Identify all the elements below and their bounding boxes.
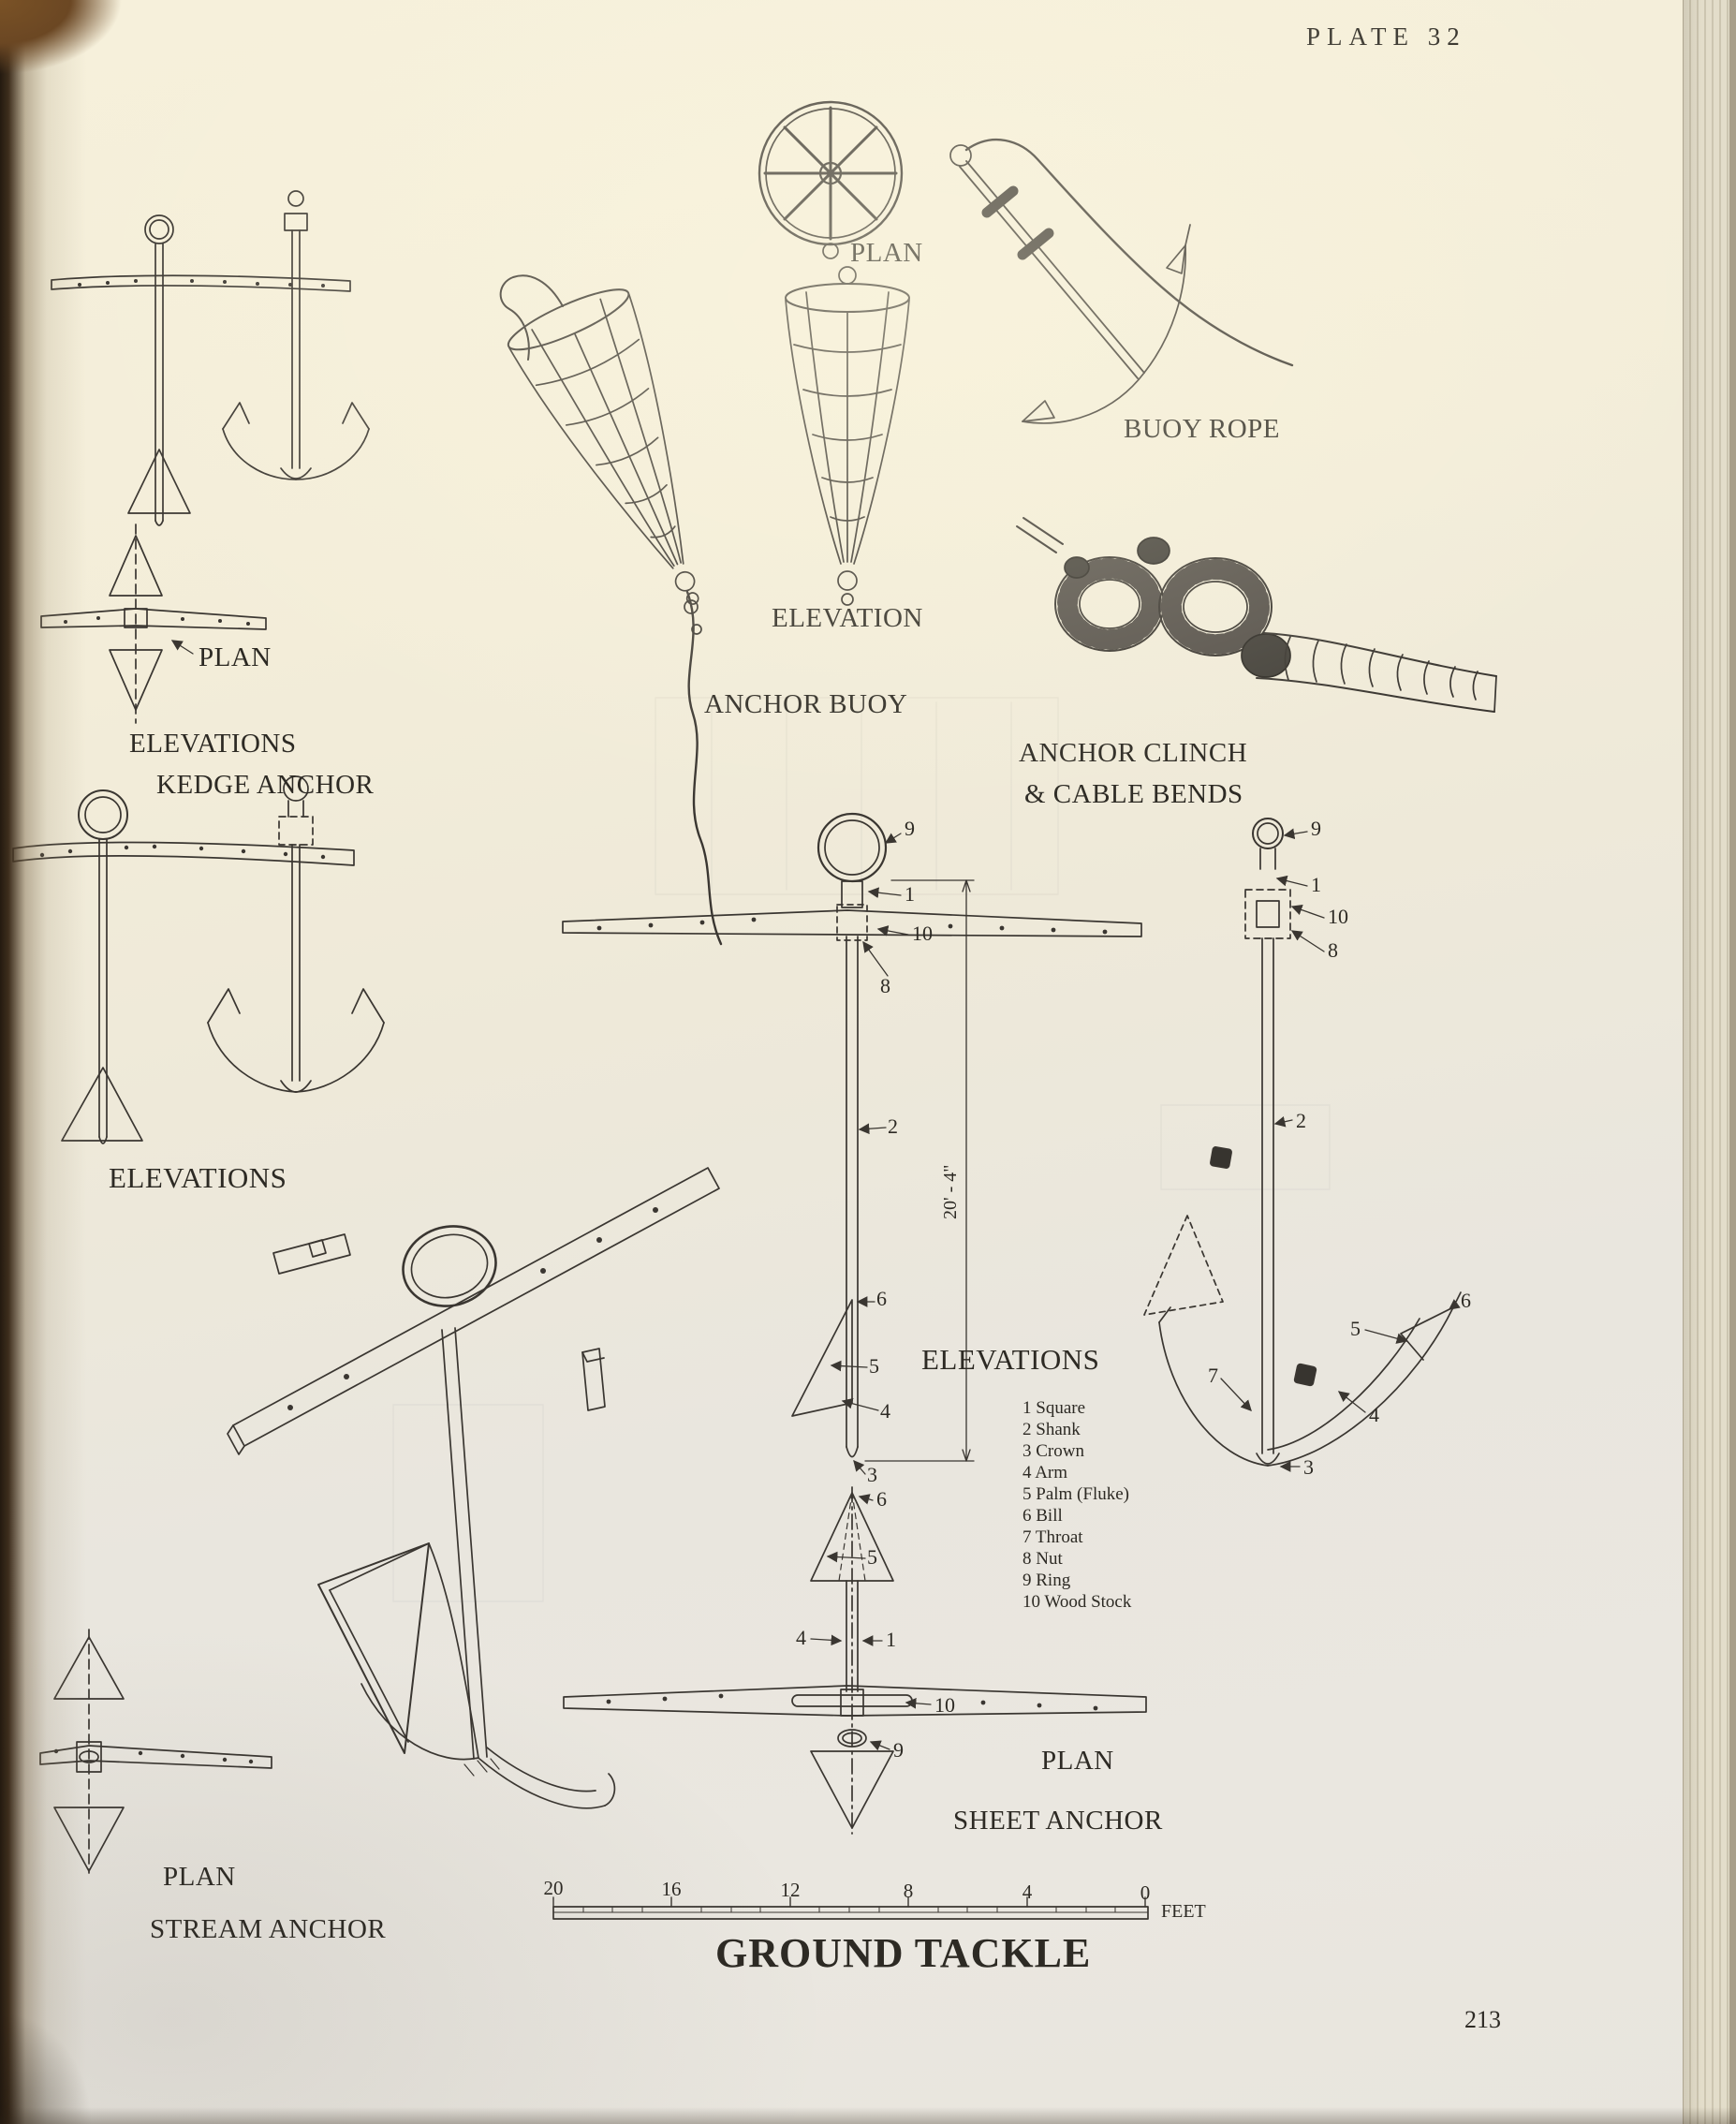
callout-plan-square: 1 [886,1628,896,1651]
callout-side-ring: 9 [1311,817,1321,840]
label-buoy-plan: PLAN [850,238,923,268]
legend-item: 6 Bill [1022,1506,1063,1526]
dimension-shank-length: 20' - 4" [940,1164,961,1219]
page-stack-outer-edge [1729,0,1736,2124]
bottom-left-shadow [0,1955,131,2124]
callout-side-shank: 2 [1296,1109,1306,1132]
callout-plan-ring: 9 [893,1738,904,1762]
label-buoy-elevation: ELEVATION [772,603,923,633]
parts-legend: 1 Square 2 Shank 3 Crown 4 Arm 5 Palm (F… [1022,1397,1131,1613]
callout-front-square: 1 [905,882,915,906]
legend-item: 5 Palm (Fluke) [1022,1484,1129,1504]
scale-tick-16: 16 [661,1878,682,1900]
label-kedge-anchor: KEDGE ANCHOR [156,770,375,800]
legend-item: 7 Throat [1022,1527,1083,1547]
callout-front-arm: 4 [880,1399,890,1423]
callout-front-nut: 8 [880,974,890,997]
legend-item: 2 Shank [1022,1420,1081,1439]
callout-side-square: 1 [1311,873,1321,896]
book-cover-corner [0,0,178,112]
legend-item: 10 Wood Stock [1022,1592,1132,1612]
page-title: GROUND TACKLE [715,1930,1092,1976]
anchor-buoy-elevation-drawing [785,266,910,606]
callout-plan-bill: 6 [876,1487,887,1511]
label-mid-elevations: ELEVATIONS [109,1161,287,1194]
label-sheet-plan: PLAN [1041,1746,1114,1776]
label-buoy-rope: BUOY ROPE [1124,414,1280,444]
callout-front-crown: 3 [867,1463,877,1486]
label-sheet-elevations: ELEVATIONS [921,1343,1100,1376]
buoy-rope-drawing [949,138,1294,424]
callout-side-palm: 5 [1350,1317,1361,1340]
label-stream-anchor: STREAM ANCHOR [150,1914,387,1944]
label-stream-plan: PLAN [163,1862,236,1892]
callout-plan-arm: 4 [796,1626,806,1649]
callout-front-bill: 6 [876,1287,887,1310]
page-stack-edge [1683,0,1736,2124]
bottom-edge-shadow [0,2107,1736,2124]
legend-item: 4 Arm [1022,1463,1068,1482]
callout-side-nut: 8 [1328,938,1338,962]
label-anchor-clinch: ANCHOR CLINCH [1019,738,1248,768]
callout-front-palm: 5 [869,1354,879,1378]
stream-anchor-iso-drawing [227,1167,720,1809]
legend-item: 3 Crown [1022,1441,1084,1461]
legend-item: 9 Ring [1022,1571,1071,1590]
callout-front-ring: 9 [905,817,915,840]
callout-side-throat: 7 [1208,1364,1218,1387]
scale-bar [552,1896,1149,1920]
sheet-anchor-front-drawing [562,812,1142,1475]
callout-plan-palm: 5 [867,1545,877,1569]
book-spine-shadow [0,0,86,2124]
label-kedge-elevations: ELEVATIONS [129,729,297,759]
callout-front-wood-stock: 10 [912,922,933,945]
page-showthrough [392,697,1331,1602]
anchor-buoy-plan-drawing [758,100,904,259]
label-sheet-anchor: SHEET ANCHOR [953,1806,1163,1836]
plate-title: PLATE 32 [1306,22,1466,51]
scale-tick-0: 0 [1140,1881,1151,1904]
callout-plan-wood-stock: 10 [934,1693,955,1717]
scale-tick-20: 20 [543,1877,564,1899]
sheet-anchor-side-drawing [1143,818,1462,1472]
label-anchor-buoy: ANCHOR BUOY [704,689,908,719]
callout-side-arm: 4 [1369,1403,1379,1426]
legend-item: 1 Square [1022,1398,1086,1418]
callout-front-shank: 2 [888,1114,898,1138]
anchor-buoy-tilted-drawing [499,274,723,946]
label-kedge-plan: PLAN [199,642,272,672]
sheet-anchor-plan-drawing [563,1486,1147,1835]
label-cable-bends: & CABLE BENDS [1024,779,1243,809]
scale-tick-12: 12 [780,1879,801,1901]
scale-tick-8: 8 [903,1880,914,1902]
legend-item: 8 Nut [1022,1549,1063,1569]
callout-side-wood-stock: 10 [1328,905,1348,928]
callout-side-bill: 6 [1461,1289,1471,1312]
anchor-clinch-drawing [1016,517,1497,713]
callout-side-crown: 3 [1303,1455,1314,1479]
scale-unit-label: FEET [1161,1901,1206,1922]
scale-tick-4: 4 [1022,1881,1033,1903]
page-number: 213 [1464,2006,1501,2033]
